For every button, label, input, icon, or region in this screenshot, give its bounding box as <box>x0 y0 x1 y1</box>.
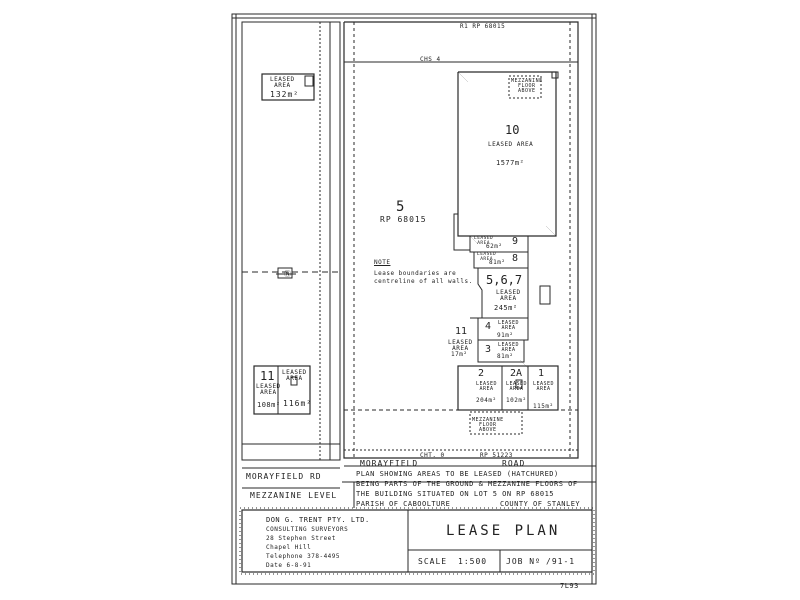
area-label: LEASED AREA <box>488 141 534 148</box>
area-label: LEASED AREA <box>474 236 494 246</box>
firm-street: 28 Stephen Street <box>266 535 336 542</box>
caption-line2: BEING PARTS OF THE GROUND & MEZZANINE FL… <box>356 480 578 488</box>
scale-value: 1:500 <box>458 557 488 566</box>
area-id: 1 <box>538 368 545 379</box>
left-bottom-area2-value: 116m² <box>283 399 313 408</box>
left-road-name: MORAYFIELD RD <box>246 472 322 481</box>
area-id: 11 <box>455 326 468 337</box>
rp-bottom-label: RP 51223 <box>480 452 513 459</box>
sheet-frame <box>231 13 597 585</box>
road-label: MORAYFIELD <box>360 459 419 468</box>
mezzanine-bottom-label: MEZZANINE FLOOR ABOVE <box>472 417 504 433</box>
area-label: LEASED AREA <box>448 339 473 352</box>
left-panel-border <box>241 21 341 461</box>
area-value: 81m² <box>489 259 506 266</box>
lot-number: 5 <box>396 199 405 215</box>
area-id: 9 <box>512 236 519 247</box>
area-value: 81m² <box>497 353 514 360</box>
lot-rp: RP 68015 <box>380 215 427 224</box>
area-label: LEASED AREA <box>496 289 521 302</box>
note-text: Lease boundaries are centreline of all w… <box>374 270 473 285</box>
area-value: 204m² <box>476 397 497 404</box>
area-id: 2A <box>510 368 523 379</box>
area-label: LEASED AREA <box>506 381 528 392</box>
area-value: 115m² <box>533 403 554 410</box>
area-label: LEASED AREA <box>476 381 498 392</box>
area-label: LEASED AREA <box>533 381 555 392</box>
caption-parish: PARISH OF CABOOLTURE <box>356 500 451 508</box>
firm-phone: Telephone 378-4495 <box>266 553 341 560</box>
area-label: LEASED AREA <box>477 252 497 262</box>
area-value: 62m² <box>486 243 503 250</box>
area-value: 17m² <box>451 351 468 358</box>
left-area-value: 132m² <box>270 90 300 99</box>
firm-name: DON G. TRENT PTY. LTD. <box>266 516 370 524</box>
plan-date: Date 6-8-91 <box>266 562 312 569</box>
area-id: 5,6,7 <box>486 273 523 287</box>
area-value: 1577m² <box>496 159 525 167</box>
mezzanine-top-label: MEZZANINE FLOOR ABOVE <box>511 78 543 94</box>
top-rp-ref: R1 RP 68015 <box>460 23 506 30</box>
caption-county: COUNTY OF STANLEY <box>500 500 581 508</box>
north-arrow-icon: Ⓝ <box>284 270 292 278</box>
footer-code: 7L93 <box>560 582 579 590</box>
area-label: LEASED AREA <box>498 342 520 353</box>
scale-label: SCALE <box>418 557 448 566</box>
road-word: ROAD <box>502 459 526 468</box>
caption-line1: PLAN SHOWING AREAS TO BE LEASED (HATCHUR… <box>356 470 559 478</box>
mezzanine-level-label: MEZZANINE LEVEL <box>250 491 338 500</box>
caption-line3: THE BUILDING SITUATED ON LOT 5 ON RP 680… <box>356 490 555 498</box>
area-id: 2 <box>478 368 485 379</box>
chains-top-label: CHS 4 <box>420 56 441 63</box>
area-id: 8 <box>512 253 519 264</box>
job-number-label: JOB Nº <box>506 557 541 566</box>
area-id: 4 <box>485 321 492 332</box>
left-lot-number: 11 <box>260 369 275 383</box>
firm-suburb: Chapel Hill <box>266 544 312 551</box>
area-value: 102m² <box>506 397 527 404</box>
chains-bottom-label: CHT. 0 <box>420 452 445 459</box>
area-id: 3 <box>485 344 492 355</box>
area-label: LEASED AREA <box>498 320 520 331</box>
left-area-label: LEASED AREA <box>270 76 295 89</box>
left-bottom-area2-label: LEASED AREA <box>282 369 307 382</box>
job-number-value: /91-1 <box>546 557 576 566</box>
left-bottom-area1-value: 108m² <box>257 401 281 409</box>
area-value: 245m² <box>494 304 518 312</box>
area-value: 91m² <box>497 332 514 339</box>
area-id: 10 <box>505 123 520 137</box>
plan-title: LEASE PLAN <box>446 523 561 539</box>
firm-profession: CONSULTING SURVEYORS <box>266 526 349 533</box>
note-title: NOTE <box>374 259 391 266</box>
left-bottom-area1-label: LEASED AREA <box>256 383 281 396</box>
